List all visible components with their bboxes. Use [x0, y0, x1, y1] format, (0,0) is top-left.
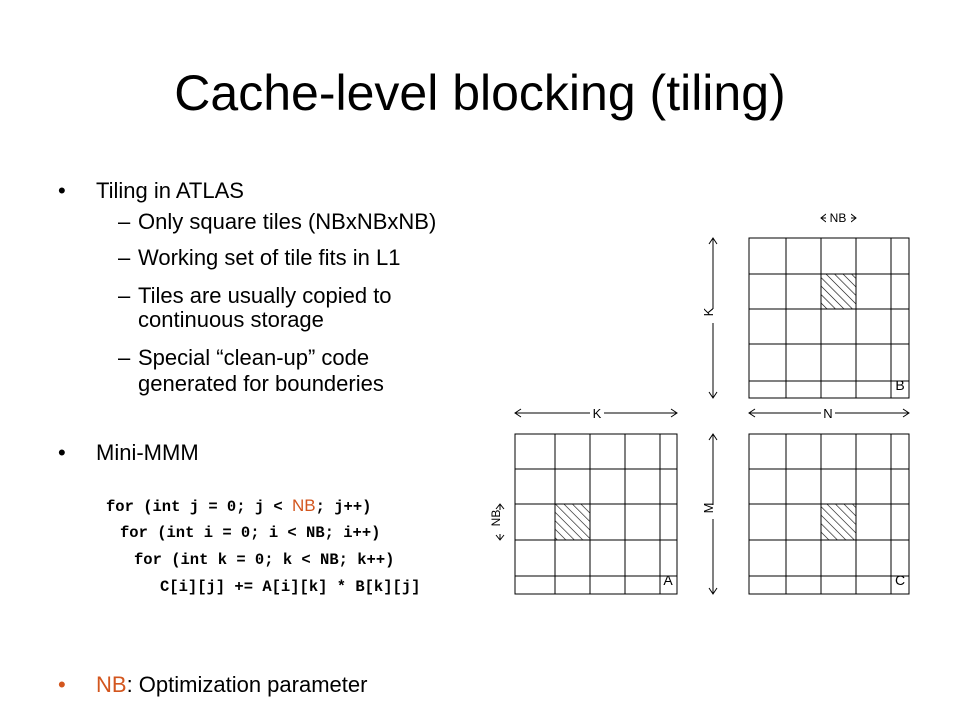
sub-bullet-text: Special “clean-up” code [138, 345, 370, 370]
label-nb-left: NB [489, 510, 503, 527]
label-a: A [663, 572, 673, 588]
label-m: M [701, 503, 716, 514]
code-text: for (int j = 0; j < [106, 498, 293, 516]
code-line-4: C[i][j] += A[i][k] * B[k][j] [160, 578, 421, 596]
slide-title: Cache-level blocking (tiling) [174, 65, 786, 121]
bullet-dot: • [58, 672, 66, 697]
sub-bullet-text: Only square tiles (NBxNBxNB) [138, 209, 437, 234]
dash: – [118, 245, 131, 270]
arrow-n-horizontal [748, 408, 910, 418]
label-c: C [895, 572, 905, 588]
sub-bullet-text: generated for bounderies [138, 371, 384, 396]
matrix-b [748, 237, 910, 399]
sub-bullet-text: Working set of tile fits in L1 [138, 245, 401, 270]
matrix-c [748, 433, 910, 595]
code-line-1: for (int j = 0; j < NB; j++) [106, 493, 371, 520]
bullet-text: Tiling in ATLAS [96, 178, 244, 203]
bullet-text: NB: Optimization parameter [96, 672, 367, 698]
tile-a-highlight [554, 503, 591, 541]
matrix-a [514, 433, 678, 595]
bullet-rest: : Optimization parameter [126, 672, 368, 697]
nb-keyword: NB [96, 672, 127, 697]
arrow-k-horizontal [514, 408, 678, 418]
label-n: N [823, 406, 832, 421]
dash: – [118, 209, 131, 234]
code-line-2: for (int i = 0; i < NB; i++) [120, 524, 381, 542]
bullet-text: Mini-MMM [96, 440, 199, 465]
sub-bullet-text: continuous storage [138, 307, 324, 332]
bullet-dot: • [58, 440, 66, 465]
bullet-dot: • [58, 178, 66, 203]
code-nb: NB [292, 496, 316, 515]
label-nb-top: NB [830, 211, 847, 225]
arrow-nb-top [820, 213, 857, 223]
dash: – [118, 345, 131, 370]
arrow-m-vertical [708, 433, 718, 595]
code-block: for (int j = 0; j < NB; j++) for (int i … [106, 493, 420, 623]
code-line-3: for (int k = 0; k < NB; k++) [134, 551, 395, 569]
label-b: B [895, 377, 904, 393]
dash: – [118, 283, 131, 308]
arrow-k-vertical [708, 237, 718, 399]
arrow-nb-left [495, 503, 505, 541]
sub-bullet-text: Tiles are usually copied to [138, 283, 392, 308]
label-k-vertical: K [701, 307, 716, 316]
code-text: ; j++) [315, 498, 372, 516]
tile-c-highlight [820, 503, 857, 541]
label-k-horizontal: K [593, 406, 602, 421]
tile-b-highlight [820, 273, 857, 310]
